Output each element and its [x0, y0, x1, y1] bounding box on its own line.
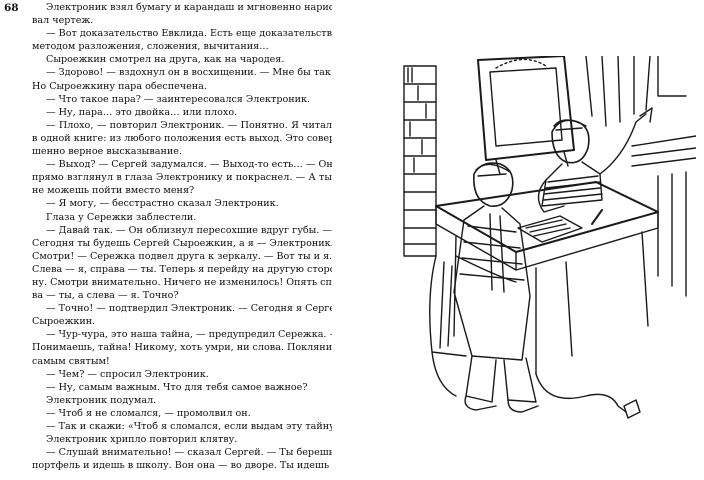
- page-number: 68: [4, 2, 19, 14]
- curtain: [585, 56, 687, 127]
- text-line: Сегодня ты будешь Сергей Сыроежкин, а я …: [32, 237, 332, 249]
- text-line: Электроник подумал.: [46, 394, 157, 406]
- cable-plug: [535, 373, 641, 419]
- text-line: — Что такое пара? — заинтересовался Элек…: [46, 93, 311, 105]
- text-line: ва — ты, а слева — я. Точно?: [32, 290, 179, 302]
- text-line: Глаза у Сережки заблестели.: [46, 211, 197, 223]
- text-line: — Вот доказательство Евклида. Есть еще д…: [46, 28, 332, 40]
- text-line: Сыроежкин смотрел на друга, как на чарод…: [46, 54, 285, 66]
- text-line: вал чертеж.: [32, 15, 94, 27]
- text-line: самым святым!: [32, 355, 110, 367]
- text-line: — Ну, пара… это двойка… или плохо.: [46, 106, 238, 118]
- text-line: — Здорово! — вздохнул он в восхищении. —…: [46, 67, 332, 79]
- text-line: ну. Смотри внимательно. Ничего не измени…: [32, 276, 332, 288]
- text-line: методом разложения, сложения, вычитания…: [32, 41, 269, 53]
- text-line: — Слушай внимательно! — сказал Сергей. —…: [46, 447, 332, 459]
- armchair: [429, 255, 467, 397]
- text-line: Слева — я, справа — ты. Теперь я перейду…: [32, 263, 332, 275]
- text-line: Электроник хрипло повторил клятву.: [46, 434, 238, 446]
- text-line: не можешь пойти вместо меня?: [32, 185, 195, 197]
- text-line: — Ну, самым важным. Что для тебя самое в…: [46, 381, 308, 393]
- text-line: Сыроежкин.: [32, 316, 96, 328]
- tv-set: [477, 56, 575, 175]
- text-line: — Чур-чура, это наша тайна, — предупреди…: [46, 329, 332, 341]
- window: [631, 135, 696, 297]
- boy-right: [537, 107, 653, 213]
- text-line: — Точно! — подтвердил Электроник. — Сего…: [46, 303, 332, 315]
- text-line: прямо взглянул в глаза Электронику и пок…: [32, 172, 332, 184]
- text-line: — Чтоб я не сломался, — промолвил он.: [46, 407, 251, 419]
- text-line: шенно верное высказывание.: [32, 146, 182, 158]
- text-column: Электроник взял бумагу и карандаш и мгно…: [32, 1, 332, 472]
- text-line: Понимаешь, тайна! Никому, хоть умри, ни …: [32, 342, 332, 354]
- text-line: в одной книге: из любого положения есть …: [32, 132, 332, 144]
- boy-left: [453, 162, 539, 413]
- text-line: — Выход? — Сергей задумался. — Выход-то …: [46, 159, 332, 171]
- text-line: портфель и идешь в школу. Вон она — во д…: [32, 460, 332, 472]
- text-line: — Я могу, — бесстрастно сказал Электрони…: [46, 198, 279, 210]
- illustration: [403, 56, 696, 419]
- text-line: Электроник взял бумагу и карандаш и мгно…: [46, 2, 332, 13]
- text-line: — Так и скажи: «Чтоб я сломался, если вы…: [46, 421, 332, 432]
- text-line: — Чем? — спросил Электроник.: [46, 368, 209, 380]
- text-line: — Давай так. — Он облизнул пересохшие вд…: [46, 224, 332, 236]
- bookshelf: [403, 65, 437, 257]
- text-line: Смотри! — Сережка подвел друга к зеркалу…: [32, 250, 332, 262]
- text-line: — Плохо, — повторил Электроник. — Понятн…: [46, 119, 332, 131]
- text-line: Но Сыроежкину пара обеспечена.: [32, 80, 207, 92]
